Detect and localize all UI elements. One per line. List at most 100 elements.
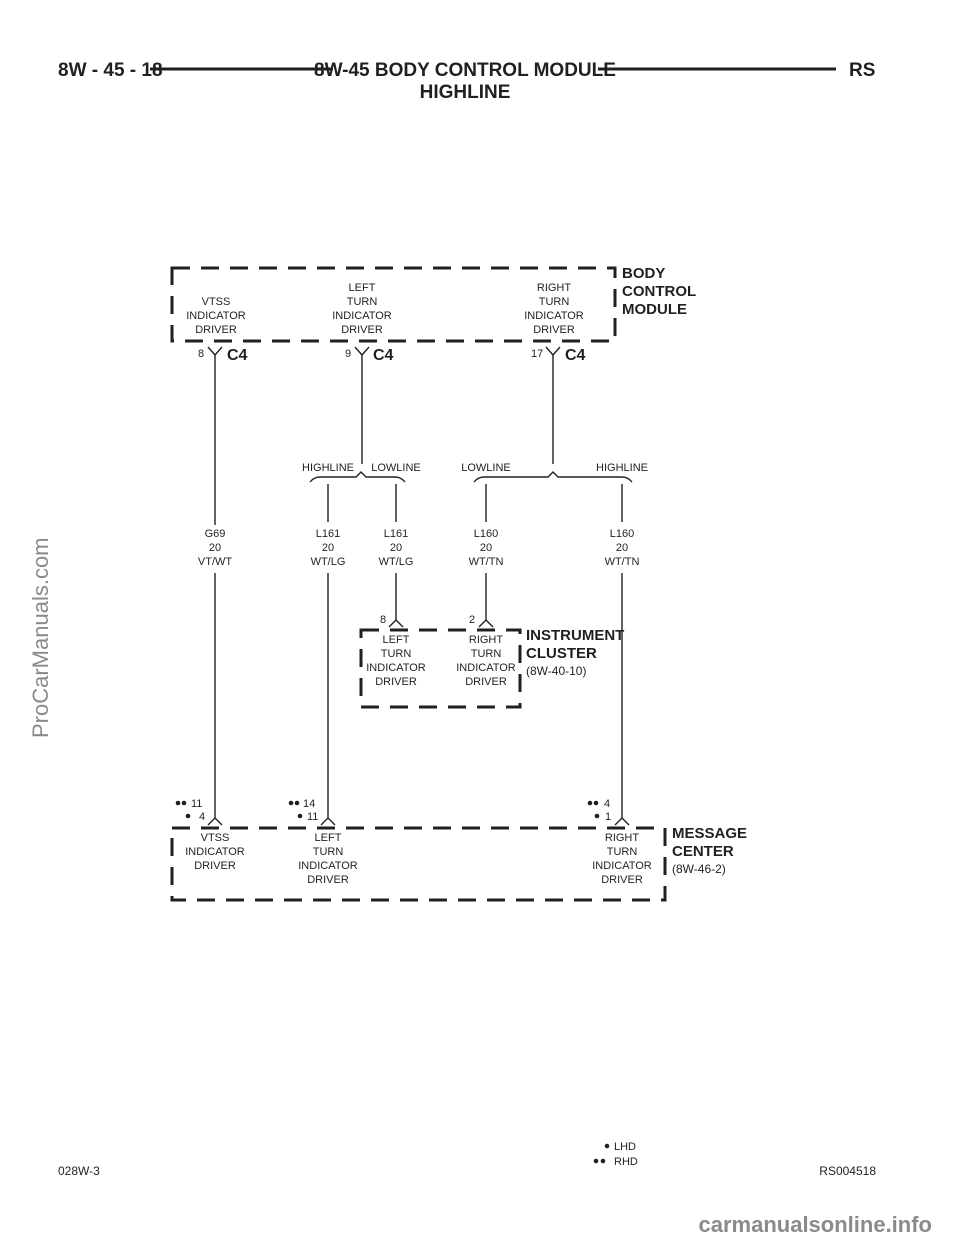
wire-gauge: 20 <box>209 542 221 554</box>
ic-pin8-label-4: DRIVER <box>375 676 417 688</box>
rhd-bullet-icon <box>175 800 181 806</box>
bcm-connector-c4-c: C4 <box>565 347 586 364</box>
mc-pin-left-lhd: 11 <box>307 811 318 823</box>
mc-right-turn-label: RIGHT TURN INDICATOR DRIVER <box>592 832 652 886</box>
rhd-bullet-icon <box>181 800 187 806</box>
mc-right-label-3: INDICATOR <box>592 860 652 872</box>
lhd-bullet-icon <box>185 813 191 819</box>
wire-label-g69: G69 20 VT/WT <box>198 528 232 568</box>
footer-drawing-id: RS004518 <box>819 1164 876 1178</box>
wire-code: L160 <box>474 528 498 540</box>
ic-pin8-label-1: LEFT <box>383 634 410 646</box>
rhd-bullet-icon <box>593 1158 599 1164</box>
splice-left: HIGHLINE LOWLINE <box>302 462 421 483</box>
ic-right-turn-label: RIGHT TURN INDICATOR DRIVER <box>456 634 516 688</box>
page-title: 8W-45 BODY CONTROL MODULE <box>314 60 616 81</box>
mc-pin-right-lhd: 1 <box>605 811 611 823</box>
ic-pin-number-8: 8 <box>380 614 386 626</box>
ic-pin-number-2: 2 <box>469 614 475 626</box>
mc-name-1: MESSAGE <box>672 825 747 842</box>
mc-right-label-1: RIGHT <box>605 832 640 844</box>
rhd-bullet-icon <box>600 1158 606 1164</box>
bcm-vtss-label: VTSS INDICATOR DRIVER <box>186 296 246 336</box>
bcm-pin9-label-1: LEFT <box>349 282 376 294</box>
bcm-connector-c4-a: C4 <box>227 347 248 364</box>
bcm-name-2: CONTROL <box>622 283 696 300</box>
bcm-name-1: BODY <box>622 265 665 282</box>
lhd-bullet-icon <box>594 813 600 819</box>
wire-gauge: 20 <box>390 542 402 554</box>
mc-vtss-label-3: DRIVER <box>194 860 236 872</box>
mc-pin-right-terminal <box>614 812 630 826</box>
mc-right-label-2: TURN <box>607 846 638 858</box>
ic-pin2-label-3: INDICATOR <box>456 662 516 674</box>
wire-label-l160-a: L160 20 WT/TN <box>469 528 504 568</box>
ic-name-2: CLUSTER <box>526 645 597 662</box>
ic-pin-8-terminal <box>388 614 404 628</box>
ic-left-turn-label: LEFT TURN INDICATOR DRIVER <box>366 634 426 688</box>
ic-pin8-label-3: INDICATOR <box>366 662 426 674</box>
bcm-pin9-label-3: INDICATOR <box>332 310 392 322</box>
rhd-bullet-icon <box>288 800 294 806</box>
bcm-pin17-label-3: INDICATOR <box>524 310 584 322</box>
mc-pin-right-rhd: 4 <box>604 798 610 810</box>
ic-pin2-label-2: TURN <box>471 648 502 660</box>
lhd-bullet-icon <box>604 1143 610 1149</box>
splice-right: LOWLINE HIGHLINE <box>461 462 648 483</box>
splice-right-highline: HIGHLINE <box>596 462 648 474</box>
mc-vtss-label-2: INDICATOR <box>185 846 245 858</box>
mc-vtss-label: VTSS INDICATOR DRIVER <box>185 832 245 872</box>
legend: LHD RHD <box>593 1141 638 1168</box>
bcm-pin-8-terminal <box>207 346 223 362</box>
mc-name-2: CENTER <box>672 843 734 860</box>
bcm-pin9-label-2: TURN <box>347 296 378 308</box>
bcm-box <box>170 266 617 343</box>
bcm-name-3: MODULE <box>622 301 687 318</box>
bottom-watermark: carmanualsonline.info <box>699 1212 933 1237</box>
section-code: RS <box>849 60 875 81</box>
mc-pin-vtss-rhd: 11 <box>191 798 202 810</box>
bcm-pin-9-terminal <box>354 346 370 362</box>
page-header: 8W - 45 - 18 8W-45 BODY CONTROL MODULE R… <box>58 60 875 103</box>
bcm-pin-17-terminal <box>545 346 561 362</box>
wire-gauge: 20 <box>322 542 334 554</box>
bcm-pin8-label-1: VTSS <box>202 296 231 308</box>
wire-color: WT/LG <box>311 556 346 568</box>
instrument-cluster: 8 2 LEFT TURN INDICATOR DRIVER RIGHT TUR… <box>359 614 624 709</box>
rhd-bullet-icon <box>294 800 300 806</box>
mc-pin-right-turn: 4 1 <box>587 798 630 826</box>
bcm-pin-number-8: 8 <box>198 348 204 360</box>
mc-pin-vtss-lhd: 4 <box>199 811 205 823</box>
mc-ref: (8W-46-2) <box>672 862 726 876</box>
wire-color: WT/TN <box>605 556 640 568</box>
splice-left-highline: HIGHLINE <box>302 462 354 474</box>
lhd-bullet-icon <box>297 813 303 819</box>
wire-color: VT/WT <box>198 556 232 568</box>
bcm-left-turn-label: LEFT TURN INDICATOR DRIVER <box>332 282 392 336</box>
ic-pin-2-terminal <box>478 614 494 628</box>
wire-color: WT/LG <box>379 556 414 568</box>
bcm-pin17-label-1: RIGHT <box>537 282 572 294</box>
legend-lhd: LHD <box>614 1141 636 1153</box>
wire-color: WT/TN <box>469 556 504 568</box>
wire-label-l161-b: L161 20 WT/LG <box>379 528 414 568</box>
ic-pin8-label-2: TURN <box>381 648 412 660</box>
bcm-pin8-label-3: DRIVER <box>195 324 237 336</box>
splice-right-option-bar <box>473 471 633 483</box>
mc-box <box>170 826 667 902</box>
bcm-pin-number-9: 9 <box>345 348 351 360</box>
ic-name-1: INSTRUMENT <box>526 627 624 644</box>
bcm-pin17-label-4: DRIVER <box>533 324 575 336</box>
body-control-module: BODY CONTROL MODULE VTSS INDICATOR DRIVE… <box>170 265 696 364</box>
rhd-bullet-icon <box>587 800 593 806</box>
bcm-connector-c4-b: C4 <box>373 347 394 364</box>
mc-pin-vtss-terminal <box>207 812 223 826</box>
wire-code: G69 <box>205 528 226 540</box>
mc-left-label-3: INDICATOR <box>298 860 358 872</box>
mc-left-turn-label: LEFT TURN INDICATOR DRIVER <box>298 832 358 886</box>
page-number: 8W - 45 - 18 <box>58 60 163 81</box>
bcm-pin17-label-2: TURN <box>539 296 570 308</box>
splice-left-option-bar <box>309 471 406 483</box>
wire-code: L160 <box>610 528 634 540</box>
wire-gauge: 20 <box>616 542 628 554</box>
